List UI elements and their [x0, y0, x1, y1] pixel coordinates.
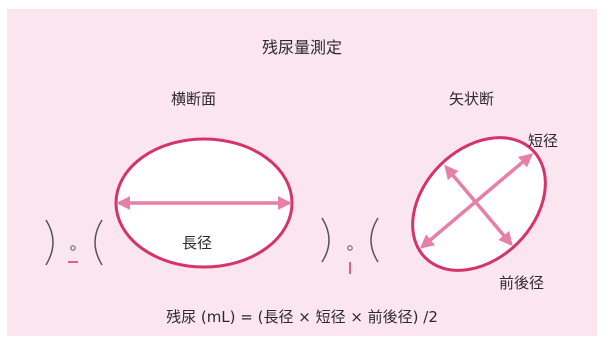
torso-front-icon [45, 219, 103, 266]
sagittal-section-label: 矢状断 [449, 90, 495, 108]
transverse-section-label: 横断面 [171, 90, 217, 108]
torso-side-icon [321, 217, 379, 274]
short-diameter-label: 短径 [528, 132, 559, 150]
sagittal-bladder-outline [411, 136, 547, 272]
residual-urine-formula: 残尿 (mL) = (長径 × 短径 × 前後径) /2 [166, 308, 438, 326]
long-diameter-label: 長径 [182, 234, 213, 252]
diagram-title: 残尿量測定 [261, 38, 342, 57]
ap-diameter-arrow [444, 164, 513, 247]
ap-diameter-label: 前後径 [499, 274, 545, 292]
transverse-bladder-outline [114, 137, 294, 269]
